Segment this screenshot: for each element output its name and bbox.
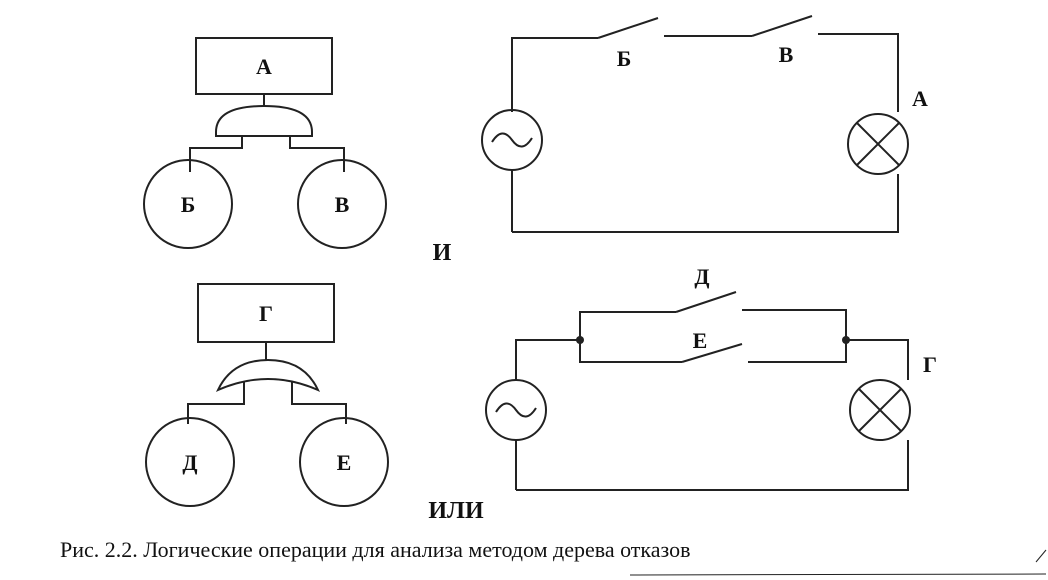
switch-blade-2 bbox=[751, 15, 813, 37]
and-circuit: Б В А bbox=[481, 15, 928, 233]
or-gate-symbol bbox=[215, 358, 321, 392]
and-switch-label-2: В bbox=[779, 42, 794, 67]
or-input-circle-left bbox=[145, 417, 235, 507]
and-lamp-label: А bbox=[912, 86, 928, 111]
switch-blade-3 bbox=[675, 291, 737, 313]
and-gate-symbol bbox=[215, 104, 313, 137]
and-top-event-label: А bbox=[256, 54, 272, 79]
figure-caption: Рис. 2.2. Логические операции для анализ… bbox=[60, 537, 690, 562]
and-fault-tree: А Б В И bbox=[143, 37, 452, 266]
switch-blade-4 bbox=[681, 343, 743, 363]
or-switch-label-2: Е bbox=[693, 328, 708, 353]
lamp-icon bbox=[847, 113, 909, 175]
or-input-label-right: Е bbox=[337, 450, 352, 475]
pen-mark bbox=[1035, 549, 1047, 563]
or-switch-label-1: Д bbox=[694, 264, 709, 289]
and-input-label-left: Б bbox=[181, 192, 196, 217]
or-top-event-label: Г bbox=[259, 301, 273, 326]
caption-underline bbox=[629, 573, 1047, 576]
or-fault-tree: Г Д Е ИЛИ bbox=[145, 283, 484, 524]
and-input-label-right: В bbox=[335, 192, 350, 217]
switch-blade-1 bbox=[597, 17, 659, 39]
or-input-label-left: Д bbox=[182, 450, 197, 475]
lamp-icon bbox=[849, 379, 911, 441]
or-input-circle-right bbox=[299, 417, 389, 507]
and-switch-label-1: Б bbox=[617, 46, 632, 71]
or-operation-label: ИЛИ bbox=[428, 498, 484, 524]
or-lamp-label: Г bbox=[923, 352, 937, 377]
and-operation-label: И bbox=[433, 240, 452, 266]
and-input-circle-right bbox=[297, 159, 387, 249]
and-input-circle-left bbox=[143, 159, 233, 249]
or-circuit: Д Е Г bbox=[485, 264, 937, 491]
